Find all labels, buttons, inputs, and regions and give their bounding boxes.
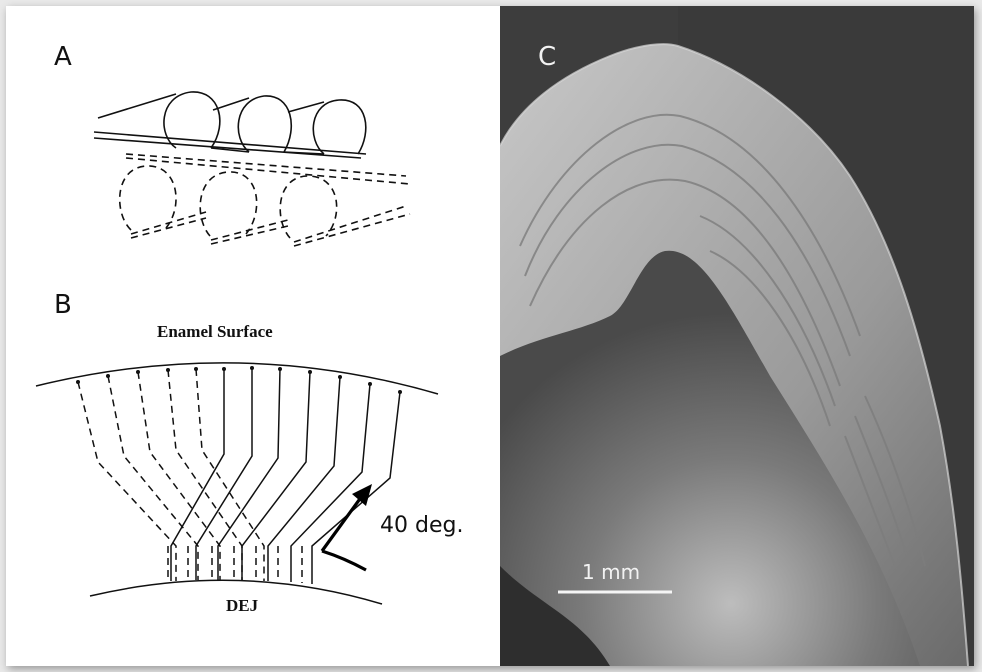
micrograph-panel: C 1 mm [500, 6, 974, 666]
left-panel: A [6, 6, 500, 666]
panel-b-diagram [6, 6, 500, 666]
enamel-surface-arc [36, 363, 438, 394]
scale-bar-label: 1 mm [582, 560, 640, 584]
dej-arc [90, 580, 382, 604]
panel-c-letter: C [538, 42, 556, 72]
figure-frame: A [6, 6, 974, 666]
tooth-micrograph [500, 6, 974, 666]
